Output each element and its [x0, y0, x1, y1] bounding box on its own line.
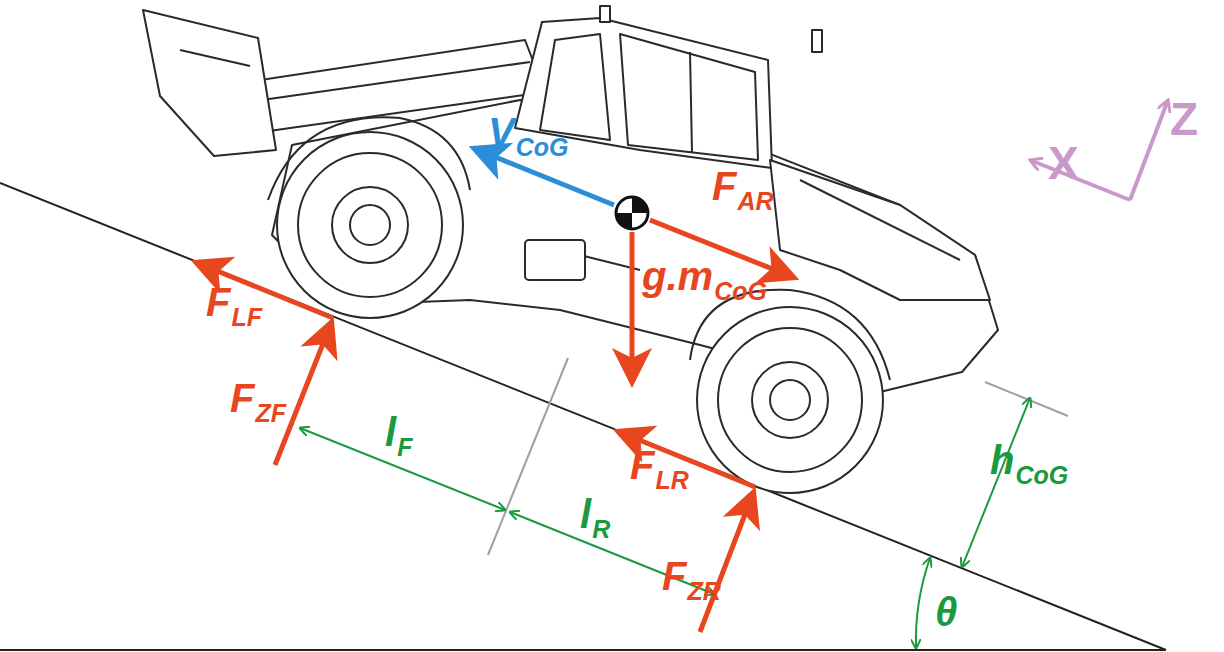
subscript-text: CoG: [714, 277, 767, 305]
symbol-text: Z: [1170, 93, 1198, 145]
dimension-label: hCoG: [990, 440, 1068, 488]
force-label: FLR: [630, 445, 689, 493]
subscript-text: F: [397, 433, 412, 461]
force-label: FZR: [662, 556, 721, 604]
symbol-text: V: [488, 110, 515, 154]
axis-label: X: [1048, 140, 1079, 186]
symbol-text: F: [206, 280, 230, 324]
force-label: FZF: [230, 378, 286, 426]
symbol-text: F: [712, 164, 736, 208]
symbol-text: l: [580, 492, 591, 536]
symbol-text: g.m: [642, 254, 713, 298]
symbol-text: F: [662, 554, 686, 598]
ground-lines: [0, 183, 1166, 650]
symbol-text: F: [630, 443, 654, 487]
subscript-text: LF: [231, 303, 262, 331]
force-label: FAR: [712, 166, 774, 214]
force-label: FLF: [206, 282, 262, 330]
subscript-text: CoG: [1015, 461, 1068, 489]
velocity-label: VCoG: [488, 112, 568, 160]
angle-label: θ: [935, 592, 957, 632]
construction-lines: [488, 358, 1068, 555]
vehicle-outline: [143, 6, 998, 493]
symbol-text: X: [1048, 137, 1079, 189]
force-arrows: [200, 220, 790, 632]
axis-arrows: [1030, 100, 1168, 200]
axis-label: Z: [1170, 96, 1198, 142]
symbol-text: F: [230, 376, 254, 420]
subscript-text: AR: [737, 187, 773, 215]
symbol-text: l: [385, 410, 396, 454]
force-label: g.mCoG: [642, 256, 767, 304]
dimension-label: lF: [385, 412, 412, 460]
symbol-text: h: [990, 438, 1014, 482]
subscript-text: ZR: [687, 577, 720, 605]
subscript-text: ZF: [255, 399, 286, 427]
subscript-text: LR: [655, 466, 688, 494]
cog-symbol: [616, 197, 648, 229]
dimension-label: lR: [580, 494, 610, 542]
symbol-text: θ: [935, 590, 957, 634]
subscript-text: R: [592, 515, 610, 543]
dimension-lines: [300, 398, 1030, 648]
subscript-text: CoG: [516, 133, 569, 161]
